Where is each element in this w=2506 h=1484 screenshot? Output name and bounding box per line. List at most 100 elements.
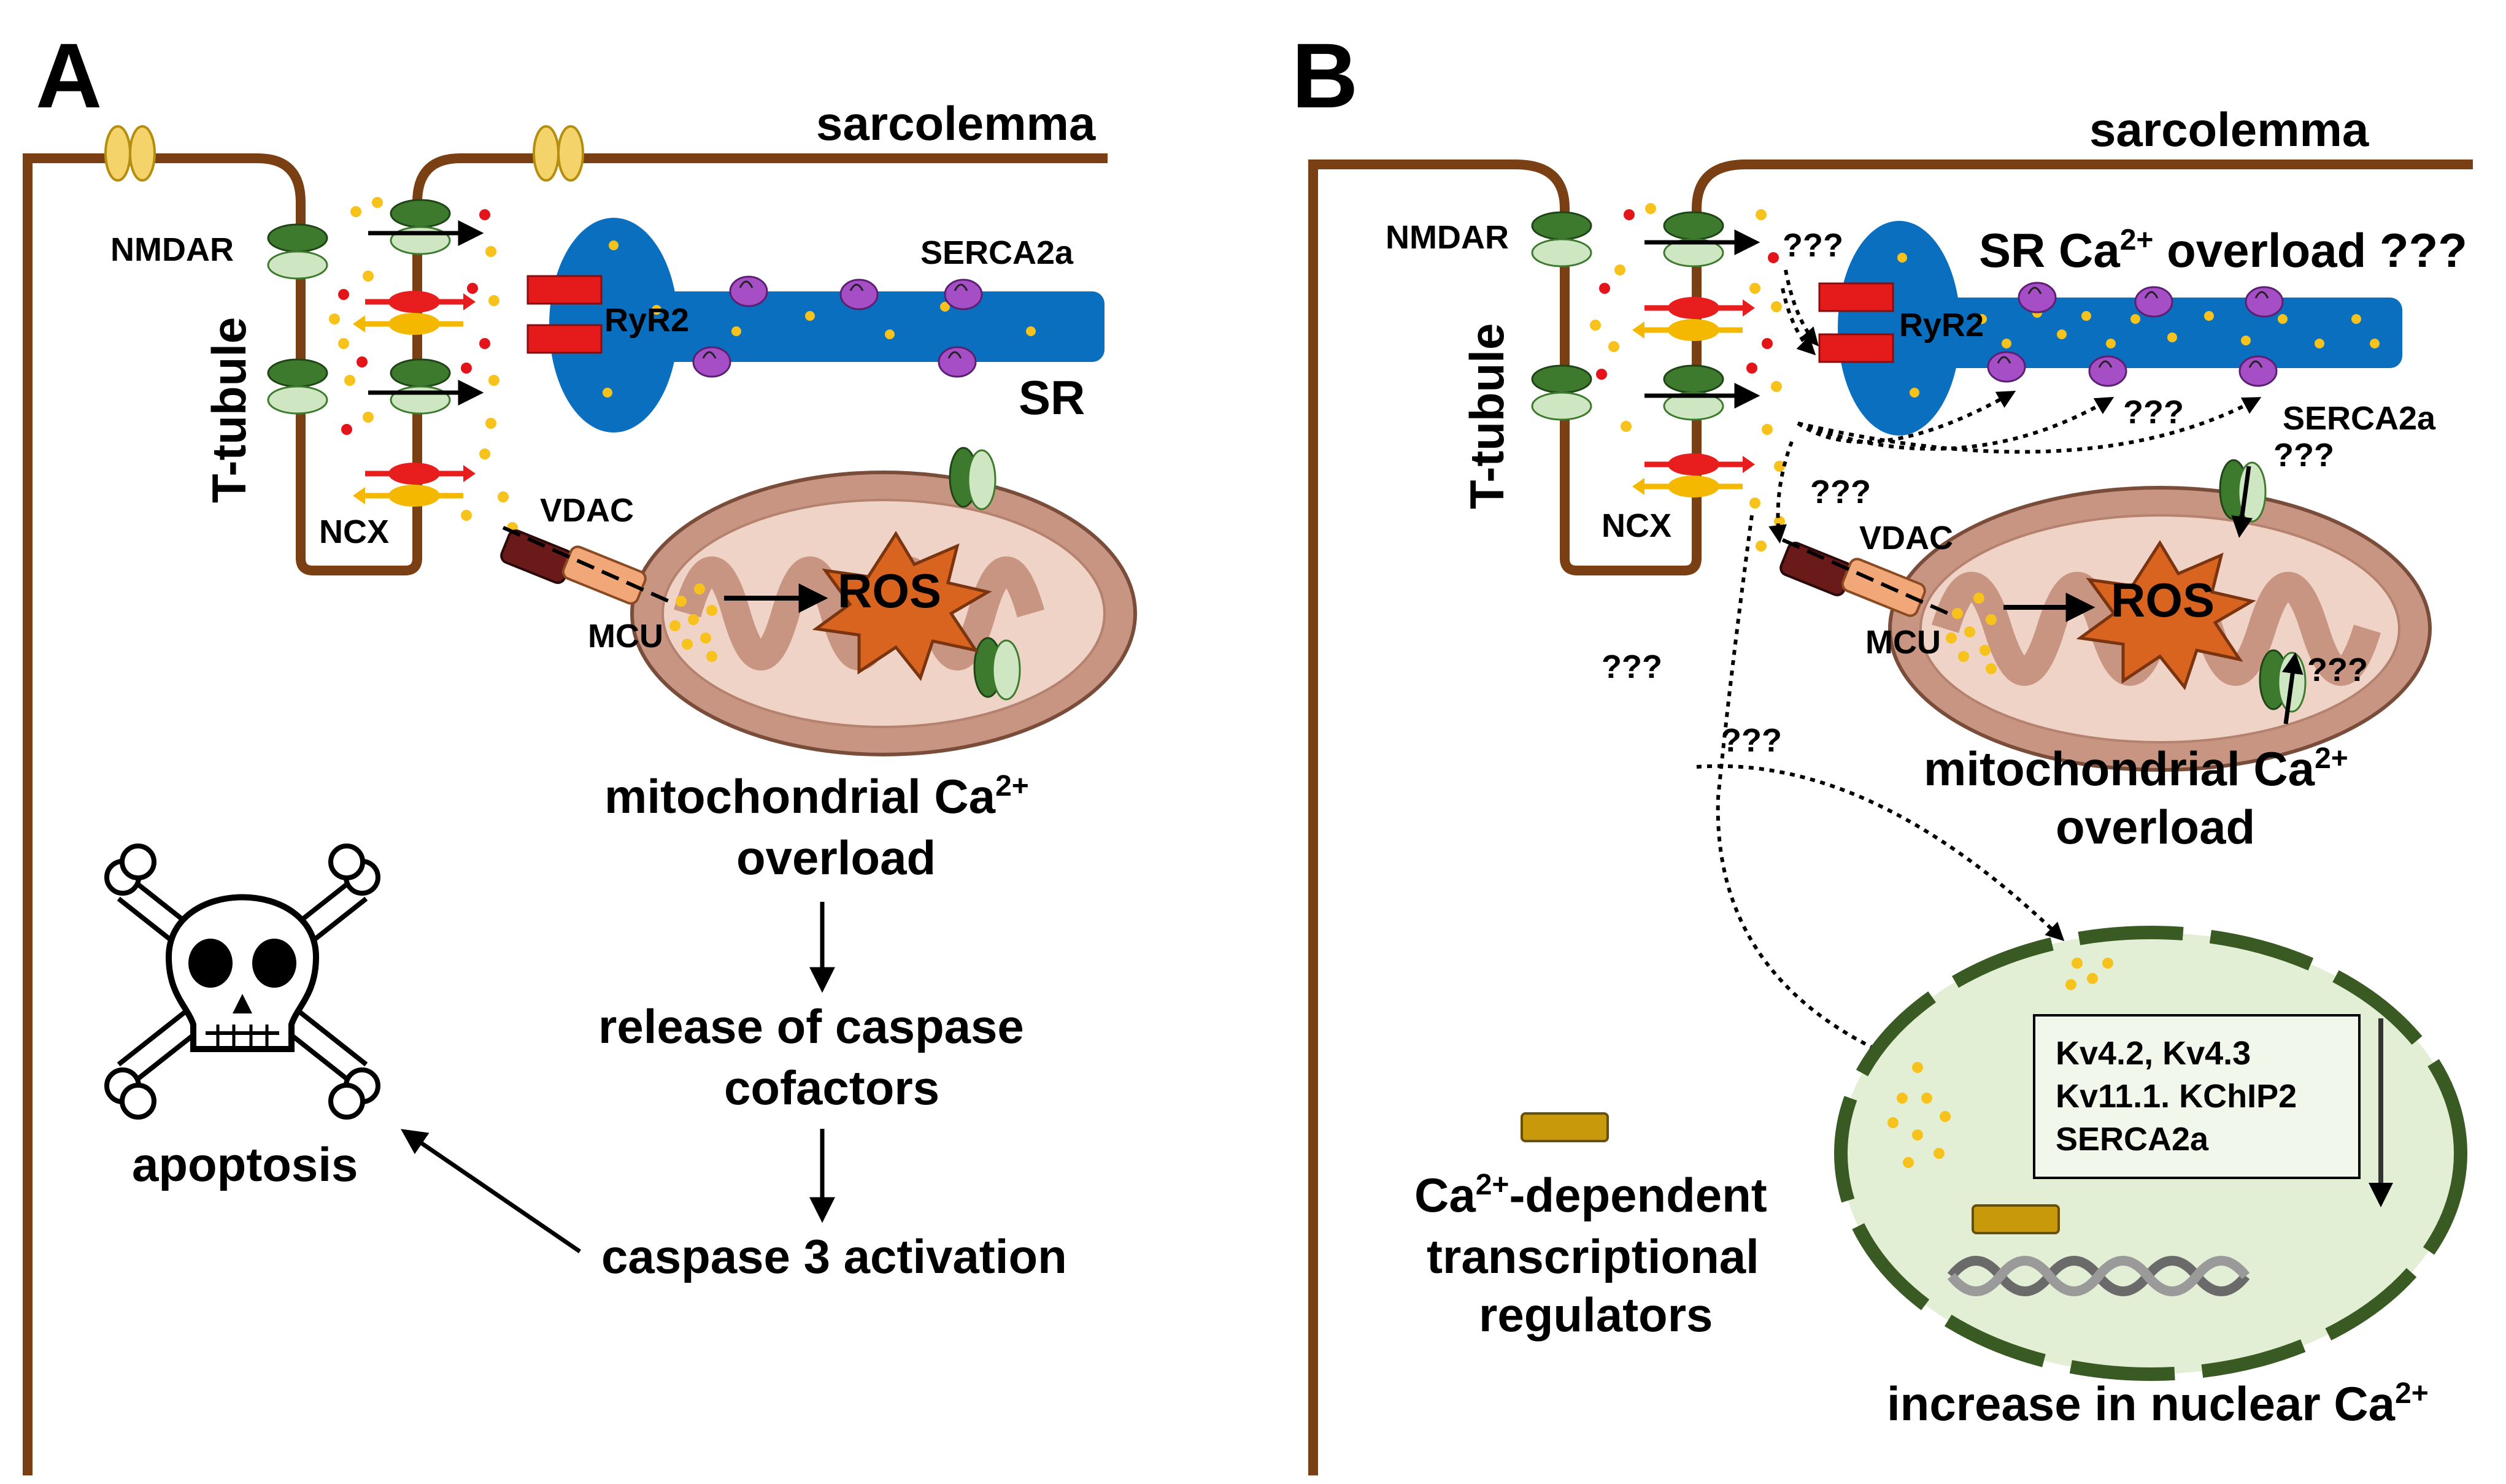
mito-overload-label-b-line2: overload	[2056, 800, 2255, 854]
nmdar-label-b: NMDAR	[1386, 219, 1509, 256]
unknown-mark-serca: ???	[2123, 394, 2184, 431]
vdac-label-b: VDAC	[1859, 520, 1953, 556]
gene-list-box: Kv4.2, Kv4.3 Kv11.1. KChIP2 SERCA2a	[2033, 1014, 2361, 1179]
membrane-channel-a-right	[533, 125, 584, 182]
sr-label-a: SR	[1019, 371, 1085, 425]
apoptosis-label: apoptosis	[132, 1137, 358, 1191]
skull-crossbones-icon	[107, 846, 378, 1117]
nmdar-receptor-b4	[1663, 364, 1724, 421]
dotted-arrows-to-sr	[1768, 269, 2262, 544]
unknown-mark-vdac: ???	[1810, 474, 1871, 510]
nuclear-ca-label: increase in nuclear Ca2+	[1887, 1377, 2429, 1431]
t-tubule-label-b: T-tubule	[1460, 323, 1514, 509]
ncx-exchanger-a2	[353, 463, 476, 507]
panel-a-letter: A	[36, 24, 102, 127]
serca-pump-a5	[938, 346, 977, 378]
serca2a-label-a: SERCA2a	[920, 234, 1074, 271]
unknown-mark-top: ???	[1783, 227, 1843, 264]
ion-dots-a	[329, 197, 518, 533]
regulators-label-line3: regulators	[1479, 1288, 1713, 1342]
ryr2-receptor-a	[526, 275, 603, 354]
serca-pump-b2	[2134, 286, 2173, 318]
mito-ca-dots-b	[1946, 593, 1997, 674]
transcriptional-regulator-bound	[1972, 1204, 2060, 1234]
mito-channel-a2	[973, 637, 1021, 701]
caspase-to-apoptosis-arrow	[401, 1129, 581, 1253]
ncx-label-a: NCX	[319, 513, 389, 550]
serca-pump-b4	[1987, 351, 2026, 383]
panel-b-letter: B	[1292, 24, 1358, 127]
dna-helix	[1947, 1256, 2250, 1296]
mito-channel-arrow-b1	[2231, 466, 2253, 538]
mito-channel-arrow-b2	[2281, 652, 2304, 725]
sarcolemma-label-a: sarcolemma	[816, 96, 1096, 150]
unknown-mark-nucleus-mid: ???	[1721, 722, 1782, 759]
ros-label-b: ROS	[2111, 573, 2215, 627]
serca-pump-b6	[2238, 355, 2278, 387]
regulators-label-line2: transcriptional	[1427, 1229, 1759, 1283]
panel-b: B sarcolemma T-tubule NMDAR NCX	[1292, 24, 2473, 1475]
mcu-label-a: MCU	[588, 618, 663, 655]
nmdar-receptor-a2	[267, 358, 328, 415]
sarcoplasmic-reticulum-b	[1838, 221, 2402, 436]
mito-channel-a1	[949, 447, 997, 510]
membrane-channel-a-left	[104, 125, 156, 182]
serca-pump-b1	[2018, 282, 2057, 313]
nmdar-label-a: NMDAR	[110, 231, 234, 268]
ros-label-a: ROS	[838, 564, 941, 618]
regulators-label-line1: Ca2+-dependent	[1414, 1168, 1767, 1222]
serca-pump-a4	[692, 346, 731, 378]
nmdar-receptor-b3	[1663, 211, 1724, 267]
ryr2-label-b: RyR2	[1899, 307, 1984, 344]
ncx-label-b: NCX	[1602, 507, 1671, 544]
sr-overload-label: SR Ca2+ overload ???	[1979, 223, 2467, 277]
nmdar-receptor-a4	[390, 358, 451, 415]
ncx-exchanger-b2	[1632, 453, 1755, 498]
gene-item-3: SERCA2a	[2056, 1121, 2209, 1158]
nuclear-ca-dots	[1887, 958, 2113, 1168]
nmdar-receptor-b1	[1531, 211, 1592, 267]
ros-burst-b	[2076, 540, 2256, 691]
sarcolemma-membrane-a	[23, 153, 1108, 1475]
serca-pump-a3	[944, 279, 983, 310]
unknown-mark-nucleus-left: ???	[1602, 648, 1662, 685]
t-tubule-label-a: T-tubule	[202, 317, 256, 503]
mcu-label-b: MCU	[1865, 624, 1941, 661]
mito-overload-label-a-line2: overload	[736, 831, 936, 885]
serca2a-label-b: SERCA2a	[2283, 400, 2436, 437]
influx-arrows-b	[1644, 229, 1760, 409]
ncx-exchanger-a1	[353, 291, 476, 335]
ros-burst-a	[812, 531, 992, 682]
caspase-label: caspase 3 activation	[601, 1229, 1067, 1283]
release-label-line2: cofactors	[724, 1061, 939, 1115]
nmdar-receptor-b2	[1531, 364, 1592, 421]
release-label-line1: release of caspase	[598, 999, 1024, 1053]
serca-pump-a2	[839, 279, 879, 310]
vdac-mcu-channel-a	[500, 526, 670, 605]
dotted-arrows-to-nucleus	[1696, 515, 2065, 1064]
ncx-exchanger-b1	[1632, 297, 1755, 341]
vdac-label-a: VDAC	[540, 492, 634, 529]
gene-item-2: Kv11.1. KChIP2	[2056, 1078, 2297, 1115]
ion-dots-b	[1590, 203, 1785, 552]
unknown-mark-mito-bottom: ???	[2307, 652, 2368, 688]
ryr2-label-a: RyR2	[604, 302, 689, 339]
gene-item-1: Kv4.2, Kv4.3	[2056, 1035, 2251, 1072]
serca-pump-b3	[2245, 286, 2284, 318]
nmdar-receptor-a3	[390, 199, 451, 255]
influx-arrows-a	[368, 220, 484, 406]
vdac-mcu-channel-b	[1779, 538, 1949, 617]
serca-pump-b5	[2088, 355, 2127, 387]
mito-ca-dots-a	[669, 583, 717, 662]
panel-a: A sarcolemma T-tubule NMDAR NCX	[23, 24, 1137, 1475]
ryr2-receptor-b	[1818, 282, 1894, 363]
sarcoplasmic-reticulum-a	[549, 218, 1105, 433]
nmdar-receptor-a1	[267, 223, 328, 280]
mito-channel-b2	[2259, 649, 2307, 713]
sarcolemma-membrane-b	[1308, 160, 2473, 1475]
mito-overload-label-b: mitochondrial Ca2+	[1924, 742, 2348, 796]
mito-overload-label-a: mitochondrial Ca2+	[604, 769, 1029, 823]
serca-pump-a1	[729, 275, 768, 307]
transcriptional-regulator-legend-icon	[1521, 1112, 1609, 1142]
